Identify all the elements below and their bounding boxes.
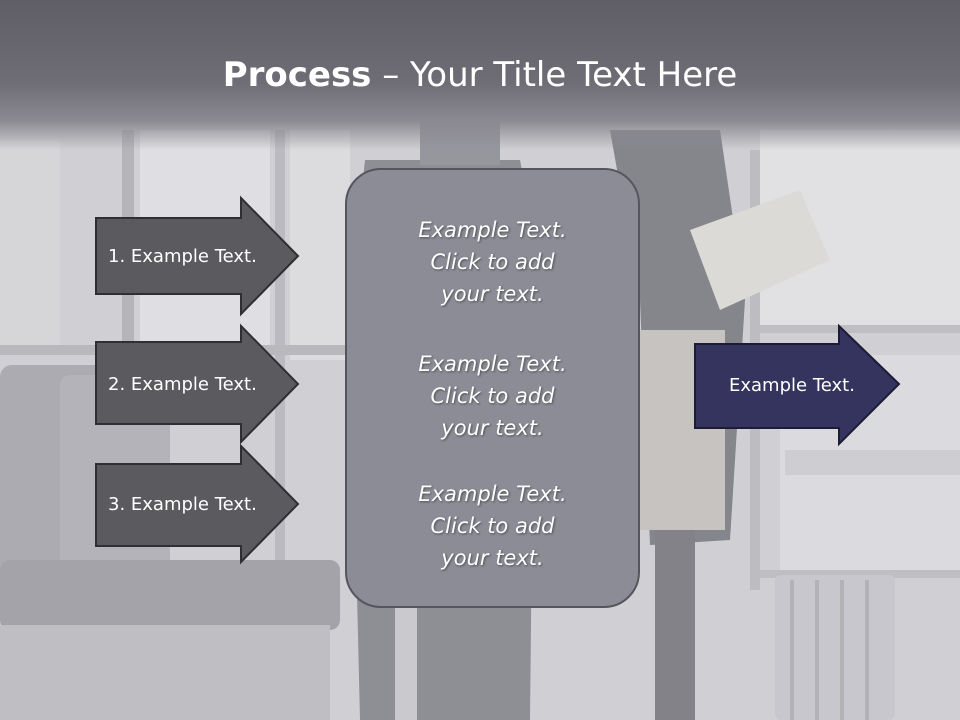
title-bold-text: Process [222,55,372,95]
arrow-shape-icon [95,195,300,317]
result-arrow[interactable]: Example Text. [694,323,901,447]
center-line: your text. [441,546,544,570]
center-line: Click to add [430,250,555,274]
process-arrow-3[interactable]: 3. Example Text. [95,443,300,565]
arrow-shape-icon [694,323,901,447]
process-arrow-1[interactable]: 1. Example Text. [95,195,300,317]
arrow-shape-icon [95,443,300,565]
title-band [0,0,960,150]
center-line: your text. [441,416,544,440]
center-line: your text. [441,282,544,306]
center-line: Example Text. [418,482,567,506]
center-line: Example Text. [418,218,567,242]
arrow-label: 2. Example Text. [108,373,257,395]
arrow-label: 1. Example Text. [108,245,257,267]
center-line: Click to add [430,384,555,408]
center-text-block-1[interactable]: Example Text. Click to add your text. [347,214,638,310]
arrow-label: 3. Example Text. [108,493,257,515]
center-content-box[interactable]: Example Text. Click to add your text. Ex… [345,168,640,608]
center-line: Click to add [430,514,555,538]
process-arrow-2[interactable]: 2. Example Text. [95,323,300,445]
center-line: Example Text. [418,352,567,376]
center-text-block-2[interactable]: Example Text. Click to add your text. [347,348,638,444]
center-text-block-3[interactable]: Example Text. Click to add your text. [347,478,638,574]
arrow-shape-icon [95,323,300,445]
arrow-label: Example Text. [729,374,855,396]
slide-title[interactable]: Process – Your Title Text Here [0,52,960,98]
title-rest-text: – Your Title Text Here [371,55,738,95]
